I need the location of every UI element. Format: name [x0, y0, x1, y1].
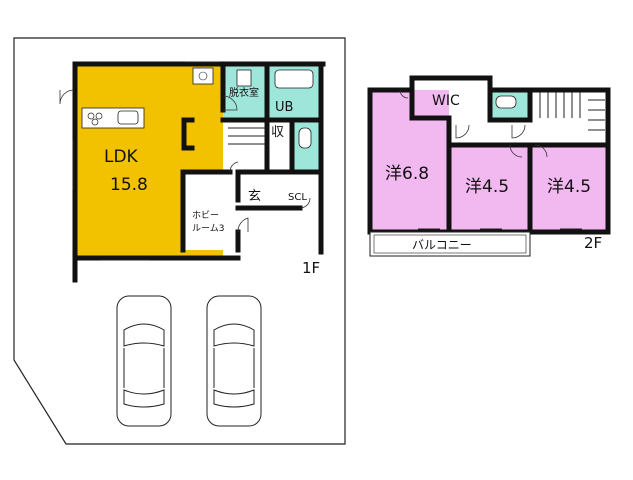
storage-label: 収 [271, 125, 284, 140]
kitchen-counter [81, 107, 145, 129]
scl-label: SCL [288, 192, 307, 203]
toilet-1f-icon [298, 127, 312, 149]
bathtub-icon [274, 69, 314, 89]
washbasin-icon [236, 69, 252, 87]
floor-2: WIC 洋6.8 洋4.5 洋4.5 バルコニー 2F [367, 75, 611, 257]
floor-1: LDK 15.8 脱衣室 UB 収 玄 SCL ホビー ルーム3 1F [59, 61, 326, 283]
floor-2-label: 2F [584, 234, 602, 252]
parking-car-1 [116, 295, 172, 427]
ldk-size: 15.8 [110, 175, 148, 195]
parking-car-2 [206, 295, 262, 427]
bath-label: UB [275, 100, 293, 115]
hobby-room-label-1: ホビー [192, 210, 219, 221]
stairs-2f [539, 92, 605, 131]
ldk-label: LDK [104, 147, 139, 167]
balcony-area [369, 231, 531, 257]
room-western-3-label: 洋4.5 [547, 177, 591, 197]
wic-label: WIC [432, 93, 460, 109]
ldk-area-lower [75, 168, 183, 258]
hobby-room-area [183, 172, 238, 250]
sink-icon [117, 110, 139, 125]
room-western-3-area [530, 145, 608, 232]
dressing-room-label: 脱衣室 [229, 86, 259, 99]
hobby-room-label-2: ルーム3 [192, 223, 224, 234]
floor-1-label: 1F [302, 259, 320, 277]
fridge-icon [192, 67, 214, 85]
toilet-2f-icon [495, 95, 517, 109]
stairs-1f [228, 127, 265, 145]
room-western-2-area [449, 145, 530, 232]
entrance-label: 玄 [248, 189, 261, 204]
room-western-2-label: 洋4.5 [465, 177, 509, 197]
balcony-label: バルコニー [412, 238, 472, 252]
stove-icon [87, 112, 95, 120]
room-western-1-label: 洋6.8 [385, 164, 429, 184]
